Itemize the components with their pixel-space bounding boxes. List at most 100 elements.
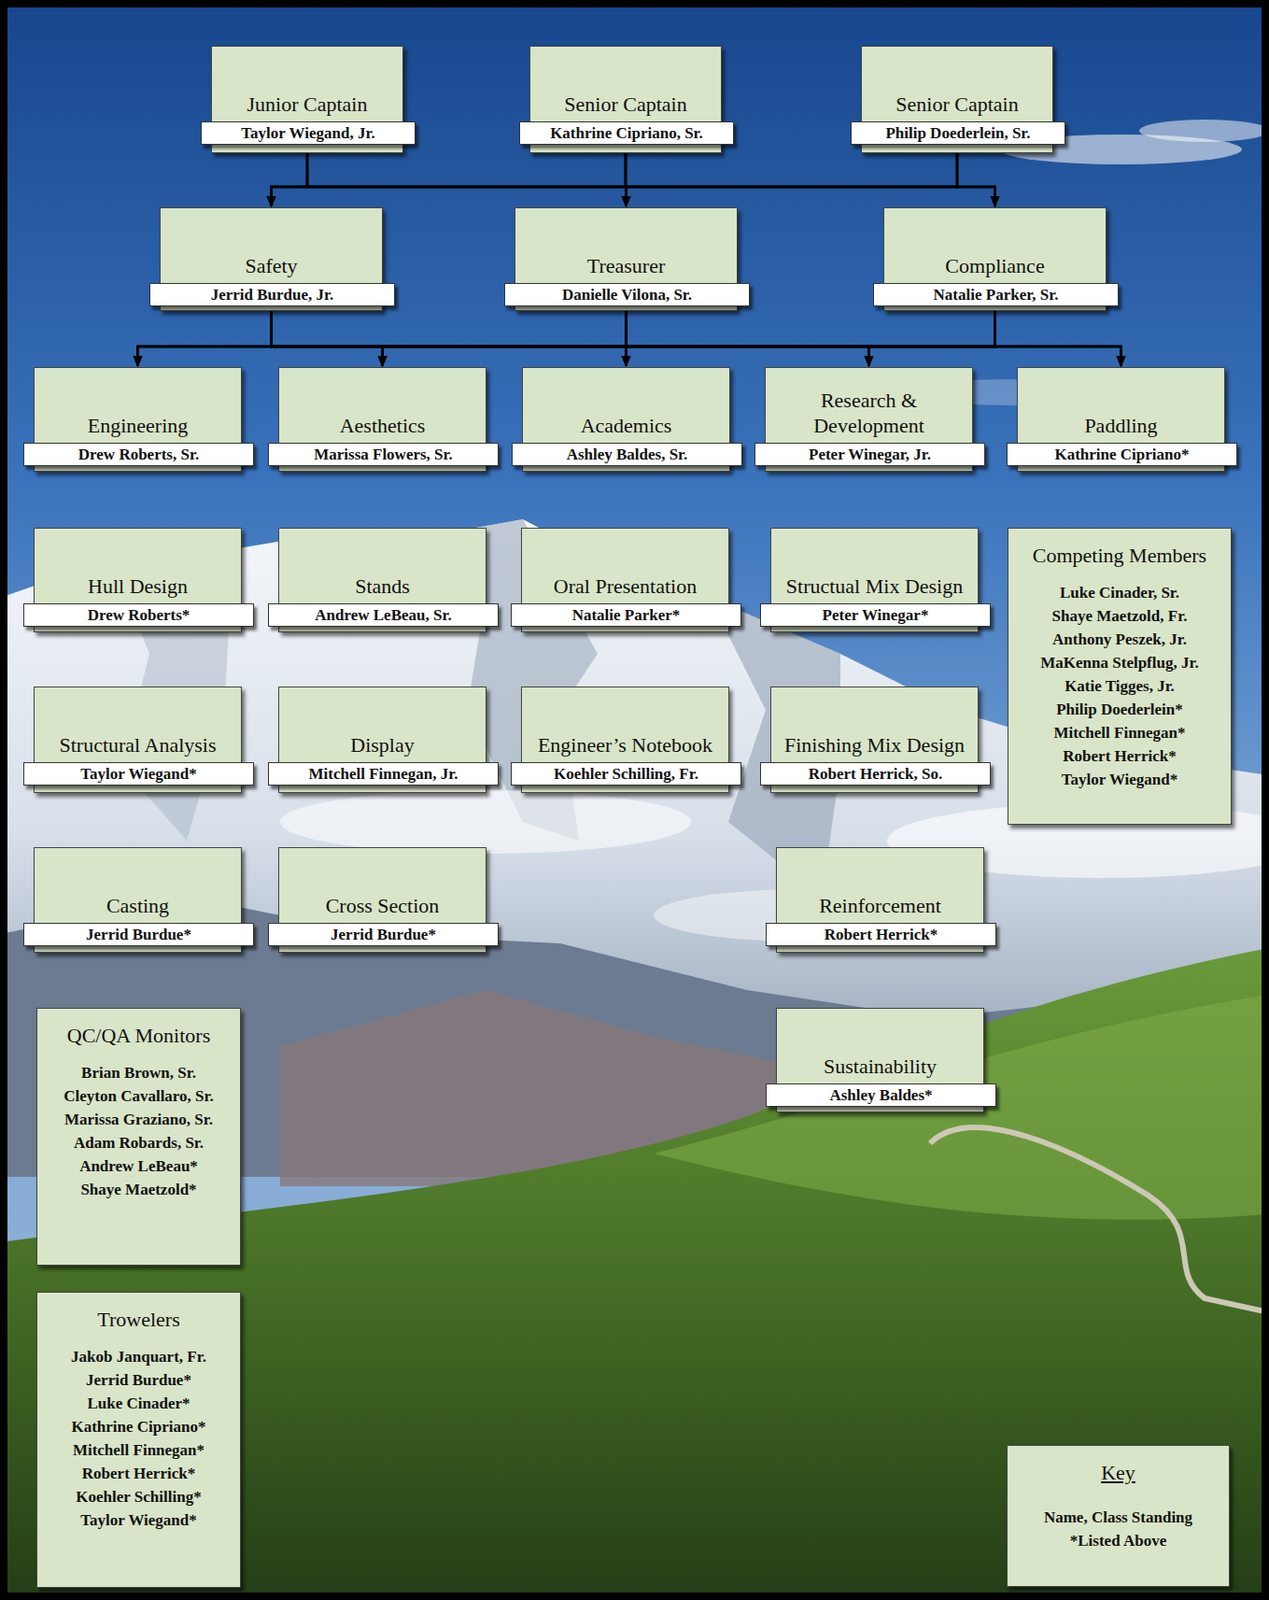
role-title: Casting [37,893,239,918]
reporting-connector [626,310,1122,367]
role-box: Structural AnalysisTaylor Wiegand* [33,686,242,793]
roster-box: Competing MembersLuke Cinader, Sr.Shaye … [1007,527,1232,825]
role-box: SustainabilityAshley Baldes* [775,1007,985,1113]
member-name: Luke Cinader, Sr. [1059,580,1180,605]
role-box: StandsAndrew LeBeau, Sr. [278,527,487,633]
role-title: Junior Captain [214,92,400,117]
role-title: Senior Captain [533,92,719,117]
role-box: Engineer’s NotebookKoehler Schilling, Fr… [521,686,730,793]
role-box: ComplianceNatalie Parker, Sr. [883,207,1107,311]
role-title: Aesthetics [282,413,483,438]
reporting-connector [626,310,996,367]
reporting-connector [271,310,870,367]
role-title: Engineering [37,413,239,438]
reporting-connector [869,310,996,367]
reporting-connector [271,310,1122,367]
member-name: Cleyton Cavallaro, Sr. [63,1084,214,1108]
reporting-connector [382,310,996,367]
member-name: Philip Doederlein* [1056,697,1184,721]
role-box: Research & DevelopmentPeter Winegar, Jr. [764,366,973,472]
name-label: Jerrid Burdue* [23,922,254,946]
reporting-connector [271,310,627,367]
name-label: Peter Winegar* [760,603,991,627]
role-box: Senior CaptainKathrine Cipriano, Sr. [529,45,722,154]
role-title: Sustainability [779,1054,981,1079]
role-box: Oral PresentationNatalie Parker* [521,527,730,633]
member-name: Kathrine Cipriano* [70,1414,206,1439]
member-name: Robert Herrick* [1062,744,1176,768]
member-name: Taylor Wiegand* [80,1508,198,1532]
role-box: ReinforcementRobert Herrick* [775,846,985,953]
key-box: KeyName, Class Standing*Listed Above [1006,1444,1230,1587]
member-name: Luke Cinader* [86,1391,190,1415]
role-title: Oral Presentation [524,574,726,599]
name-label: Ashley Baldes* [765,1083,997,1107]
reporting-connector [271,310,383,367]
name-label: Philip Doederlein, Sr. [850,121,1066,145]
member-name: Andrew LeBeau* [79,1154,198,1178]
name-label: Ashley Baldes, Sr. [511,442,743,466]
member-name: Mitchell Finnegan* [72,1438,205,1462]
key-title: Key [1100,1460,1136,1485]
group-title: Trowelers [97,1307,180,1332]
name-label: Drew Roberts, Sr. [23,442,254,466]
reporting-connector [995,310,1122,367]
role-box: Structual Mix DesignPeter Winegar* [770,527,979,633]
group-title: Competing Members [1032,543,1207,568]
name-label: Taylor Wiegand* [23,761,254,786]
role-title: Compliance [887,253,1103,279]
name-label: Robert Herrick, So. [760,761,991,786]
member-name: Taylor Wiegand* [1061,767,1179,791]
cloud [280,789,691,854]
role-box: Hull DesignDrew Roberts* [33,527,242,633]
reporting-connector [138,310,272,367]
member-name: Marissa Graziano, Sr. [64,1107,213,1131]
member-name: Koehler Schilling* [75,1484,201,1509]
reporting-connector [307,153,627,207]
role-title: Reinforcement [779,893,981,918]
reporting-connector [382,310,627,367]
role-box: Cross SectionJerrid Burdue* [278,846,487,953]
name-label: Natalie Parker* [510,603,742,627]
name-label: Mitchell Finnegan, Jr. [267,761,499,786]
name-label: Koehler Schilling, Fr. [510,761,742,786]
name-label: Robert Herrick* [765,922,997,946]
name-label: Marissa Flowers, Sr. [267,442,499,466]
role-title: Structural Analysis [37,733,239,758]
role-box: EngineeringDrew Roberts, Sr. [33,366,242,472]
name-label: Jerrid Burdue, Jr. [149,282,395,307]
role-box: AcademicsAshley Baldes, Sr. [521,366,731,472]
role-title: Research & Development [768,388,970,438]
role-title: Hull Design [37,574,239,599]
member-name: Shaye Maetzold, Fr. [1052,604,1188,628]
name-label: Kathrine Cipriano, Sr. [519,121,734,145]
role-box: SafetyJerrid Burdue, Jr. [159,207,383,311]
member-name: Jakob Janquart, Fr. [70,1344,207,1368]
cloud [1139,119,1269,142]
role-title: Structual Mix Design [774,574,975,599]
role-title: Paddling [1020,413,1222,438]
roster-box: QC/QA MonitorsBrian Brown, Sr.Cleyton Ca… [36,1007,241,1266]
role-box: TreasurerDanielle Vilona, Sr. [514,207,738,311]
name-label: Danielle Vilona, Sr. [504,282,750,307]
member-name: MaKenna Stelpflug, Jr. [1040,650,1199,675]
member-name: Mitchell Finnegan* [1053,720,1185,745]
key-line: *Listed Above [1070,1528,1167,1552]
role-box: Junior CaptainTaylor Wiegand, Jr. [211,45,404,154]
role-title: Display [282,733,483,758]
name-label: Jerrid Burdue* [267,922,499,946]
name-label: Kathrine Cipriano* [1006,442,1238,466]
reporting-connector [626,153,959,207]
name-label: Peter Winegar, Jr. [754,442,986,466]
member-name: Anthony Peszek, Jr. [1052,627,1187,651]
green-hill [653,994,1269,1220]
role-box: Senior CaptainPhilip Doederlein, Sr. [860,45,1054,154]
reporting-connector [957,153,996,207]
role-title: Treasurer [518,253,734,279]
member-name: Brian Brown, Sr. [81,1060,197,1085]
member-name: Robert Herrick* [82,1461,196,1485]
key-line: Name, Class Standing [1043,1505,1193,1529]
reporting-connector [307,153,996,207]
